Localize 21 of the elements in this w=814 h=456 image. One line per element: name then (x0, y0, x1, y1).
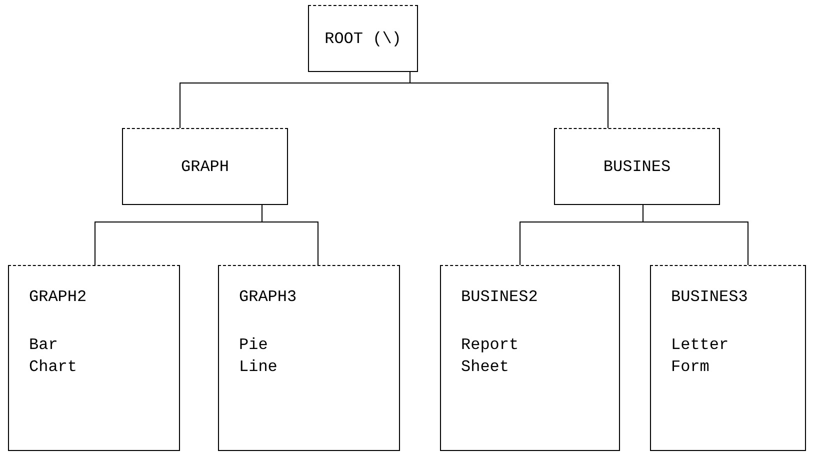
tree-node-box (308, 5, 418, 72)
node-title: GRAPH2 (29, 287, 87, 308)
tree-connector (262, 204, 318, 266)
node-title: BUSINES (603, 156, 671, 178)
tree-node-box (8, 265, 180, 451)
tree-node-box (650, 265, 806, 451)
node-items: Pie Line (239, 335, 278, 378)
node-title: ROOT (\) (324, 28, 402, 50)
tree-node-box (440, 265, 620, 451)
node-title: GRAPH (180, 156, 229, 178)
node-title: GRAPH3 (239, 287, 297, 308)
node-items: Report Sheet (461, 335, 519, 378)
tree-connector (642, 204, 748, 266)
node-items: Letter Form (671, 335, 729, 378)
tree-node-box (218, 265, 400, 451)
node-title: BUSINES3 (671, 287, 748, 308)
tree-node-box (554, 128, 720, 205)
node-items: Bar Chart (29, 335, 78, 378)
tree-node-box (122, 128, 288, 205)
tree-connector (410, 72, 608, 128)
node-title: BUSINES2 (461, 287, 538, 308)
